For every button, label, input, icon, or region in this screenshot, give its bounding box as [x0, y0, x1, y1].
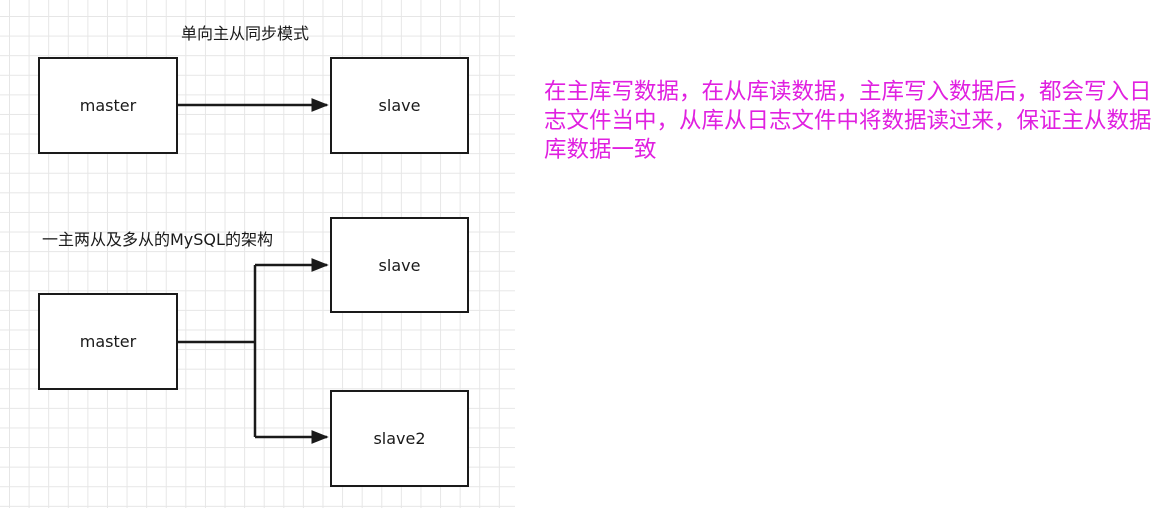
node-label: slave: [378, 96, 421, 115]
title-multi-slave-architecture: 一主两从及多从的MySQL的架构: [42, 230, 273, 249]
explanation-note: 在主库写数据，在从库读数据，主库写入数据后，都会写入日志文件当中，从库从日志文件…: [544, 79, 1152, 163]
node-label: slave: [378, 255, 421, 275]
node-slave-1: slave: [330, 217, 469, 313]
node-label: slave2: [373, 429, 426, 448]
node-slave-2: slave2: [330, 390, 469, 487]
node-slave-top: slave: [330, 57, 469, 154]
connector-layer: [178, 98, 329, 444]
node-label: master: [79, 96, 137, 115]
node-master-bottom: master: [38, 293, 178, 390]
node-label: master: [79, 332, 137, 351]
node-master-top: master: [38, 57, 178, 154]
title-one-way-sync: 单向主从同步模式: [181, 24, 310, 43]
